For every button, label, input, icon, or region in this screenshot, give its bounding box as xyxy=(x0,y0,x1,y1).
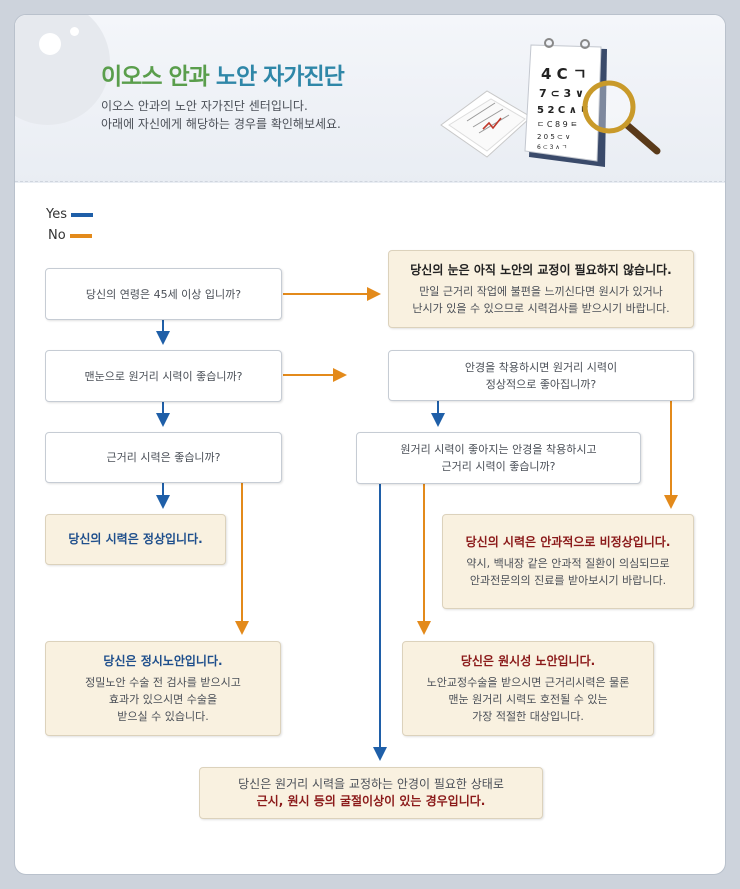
result-text: 효과가 있으시면 수술을 xyxy=(108,692,218,706)
question-near-vision: 근거리 시력은 좋습니까? xyxy=(45,432,282,483)
chart-row: ㄷ C 8 9 ㅌ xyxy=(537,120,578,129)
question-text: 당신의 연령은 45세 이상 입니까? xyxy=(85,287,242,301)
legend-no-label: No xyxy=(48,228,66,243)
question-glasses-distance: 안경을 착용하시면 원거리 시력이 정상적으로 좋아집니까? xyxy=(388,350,694,401)
decorative-dot xyxy=(39,33,61,55)
result-abnormal-vision: 당신의 시력은 안과적으로 비정상입니다. 약시, 백내장 같은 안과적 질환이… xyxy=(442,514,694,609)
title-topic: 노안 자가진단 xyxy=(215,64,345,90)
result-text: 당신은 원거리 시력을 교정하는 안경이 필요한 상태로 xyxy=(238,777,504,791)
eye-chart-calendar-icon: 4 C ㄱ 7 ⊂ 3 ∨ 5 2 C ∧ ㄷ ㄷ C 8 9 ㅌ 2 0 5 … xyxy=(524,38,607,167)
chart-row: 6 ⊂ 3 ∧ ㄱ xyxy=(537,144,567,151)
result-title: 당신은 원시성 노안입니다. xyxy=(460,653,596,668)
result-title: 당신은 정시노안입니다. xyxy=(103,653,223,668)
page-title: 이오스 안과 노안 자가진단 xyxy=(101,57,345,91)
magnifying-glass-icon xyxy=(582,80,661,155)
result-highlight: 근시, 원시 등의 굴절이상이 있는 경우입니다. xyxy=(256,794,486,808)
question-age: 당신의 연령은 45세 이상 입니까? xyxy=(45,268,282,320)
page-subtitle: 이오스 안과의 노안 자가진단 센터입니다. 아래에 자신에게 해당하는 경우를… xyxy=(101,97,341,133)
chart-row: 5 2 C ∧ ㄷ xyxy=(537,105,590,116)
legend-yes-swatch xyxy=(71,212,93,217)
chart-row: 4 C ㄱ xyxy=(541,65,587,83)
header-divider xyxy=(15,181,725,182)
legend-yes: Yes xyxy=(46,207,93,222)
subtitle-line: 이오스 안과의 노안 자가진단 센터입니다. xyxy=(101,99,308,113)
result-title: 당신의 시력은 안과적으로 비정상입니다. xyxy=(465,535,671,549)
result-refractive-error: 당신은 원거리 시력을 교정하는 안경이 필요한 상태로 근시, 원시 등의 굴… xyxy=(199,767,543,819)
question-text: 근거리 시력은 좋습니까? xyxy=(106,451,221,464)
result-text: 노안교정수술을 받으시면 근거리시력은 물론 xyxy=(426,675,630,689)
legend-no-swatch xyxy=(69,233,92,238)
result-normal-vision: 당신의 시력은 정상입니다. xyxy=(45,514,226,565)
question-text: 원거리 시력이 좋아지는 안경을 착용하시고 xyxy=(400,443,597,456)
result-no-correction-needed: 당신의 눈은 아직 노안의 교정이 필요하지 않습니다. 만일 근거리 작업에 … xyxy=(388,250,694,328)
question-text: 근거리 시력이 좋습니까? xyxy=(441,460,556,473)
eye-chart-illustration: 4 C ㄱ 7 ⊂ 3 ∨ 5 2 C ∧ ㄷ ㄷ C 8 9 ㅌ 2 0 5 … xyxy=(440,38,661,167)
chart-row: 2 0 5 ⊂ ∨ xyxy=(537,133,570,141)
question-distance-vision: 맨눈으로 원거리 시력이 좋습니까? xyxy=(45,350,282,402)
subtitle-line: 아래에 자신에게 해당하는 경우를 확인해보세요. xyxy=(101,117,341,131)
question-text: 정상적으로 좋아집니까? xyxy=(485,377,597,391)
legend-no: No xyxy=(48,228,92,243)
legend-yes-label: Yes xyxy=(46,207,67,222)
result-text: 정밀노안 수술 전 검사를 받으시고 xyxy=(85,675,241,689)
decorative-dot-small xyxy=(70,27,79,36)
question-text: 맨눈으로 원거리 시력이 좋습니까? xyxy=(84,369,243,383)
result-text: 난시가 있을 수 있으므로 시력검사를 받으시기 바랍니다. xyxy=(412,301,670,315)
result-text: 맨눈 원거리 시력도 호전될 수 있는 xyxy=(448,692,608,706)
result-title: 당신의 눈은 아직 노안의 교정이 필요하지 않습니다. xyxy=(410,262,672,277)
question-glasses-near: 원거리 시력이 좋아지는 안경을 착용하시고 근거리 시력이 좋습니까? xyxy=(356,432,641,484)
result-emmetropic-presbyopia: 당신은 정시노안입니다. 정밀노안 수술 전 검사를 받으시고 효과가 있으시면… xyxy=(45,641,281,736)
result-hyperopic-presbyopia: 당신은 원시성 노안입니다. 노안교정수술을 받으시면 근거리시력은 물론 맨눈… xyxy=(402,641,654,736)
result-text: 만일 근거리 작업에 불편을 느끼신다면 원시가 있거나 xyxy=(419,284,663,298)
result-text: 안과전문의의 진료를 받아보시기 바랍니다. xyxy=(469,574,667,587)
question-text: 안경을 착용하시면 원거리 시력이 xyxy=(464,360,618,374)
result-text: 가장 적절한 대상입니다. xyxy=(472,709,584,723)
result-text: 약시, 백내장 같은 안과적 질환이 의심되므로 xyxy=(466,557,670,570)
title-clinic: 이오스 안과 xyxy=(101,64,210,90)
chart-row: 7 ⊂ 3 ∨ xyxy=(539,87,584,100)
result-title: 당신의 시력은 정상입니다. xyxy=(68,532,203,546)
header: 이오스 안과 노안 자가진단 이오스 안과의 노안 자가진단 센터입니다. 아래… xyxy=(15,15,725,183)
result-text: 받으실 수 있습니다. xyxy=(117,709,209,723)
